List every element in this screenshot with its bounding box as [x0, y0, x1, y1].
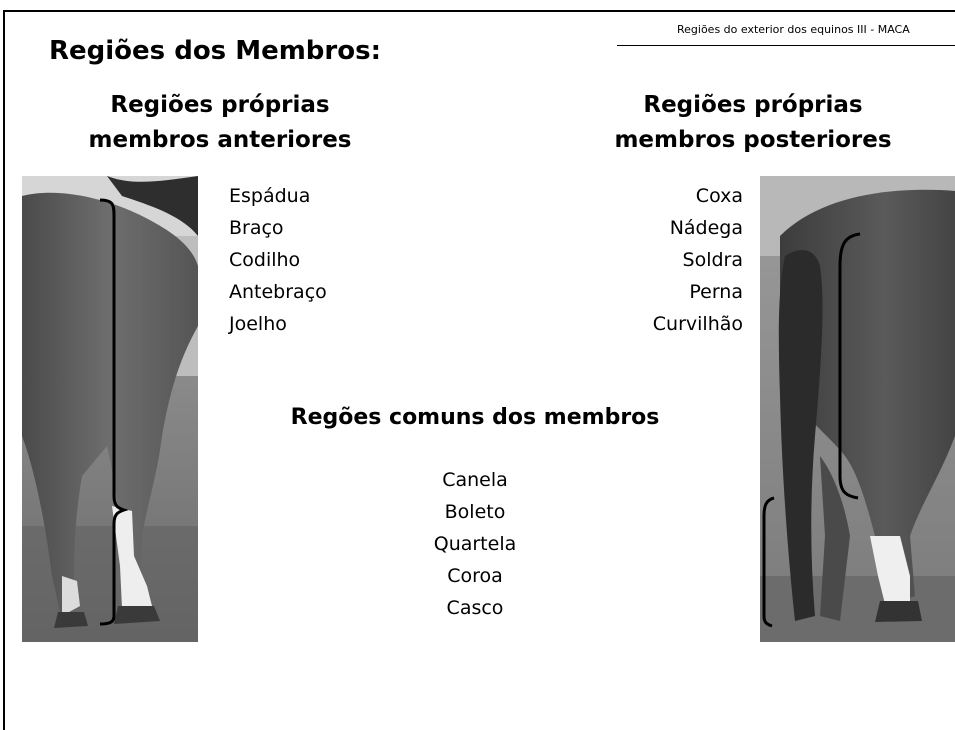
- common-region-list: Canela Boleto Quartela Coroa Casco: [380, 464, 570, 624]
- list-item: Soldra: [682, 249, 743, 271]
- list-item: Braço: [229, 217, 284, 239]
- posterior-region-list: Coxa Nádega Soldra Perna Curvilhão: [560, 180, 743, 340]
- list-item: Casco: [446, 597, 504, 619]
- list-item: Coxa: [695, 185, 743, 207]
- list-item: Joelho: [229, 313, 287, 335]
- posterior-heading-line1: Regiões próprias: [643, 92, 863, 118]
- anterior-region-list: Espádua Braço Codilho Antebraço Joelho: [229, 180, 327, 340]
- header-divider: [617, 45, 955, 46]
- horse-foreleg-photo: [22, 176, 198, 642]
- running-title: Regiões do exterior dos equinos III - MA…: [677, 23, 910, 36]
- list-item: Canela: [442, 469, 508, 491]
- anterior-heading: Regiões próprias membros anteriores: [70, 88, 370, 158]
- list-item: Coroa: [447, 565, 503, 587]
- list-item: Nádega: [669, 217, 743, 239]
- list-item: Antebraço: [229, 281, 327, 303]
- posterior-heading-line2: membros posteriores: [614, 127, 892, 153]
- list-item: Curvilhão: [652, 313, 743, 335]
- list-item: Codilho: [229, 249, 301, 271]
- list-item: Espádua: [229, 185, 311, 207]
- anterior-heading-line1: Regiões próprias: [110, 92, 330, 118]
- slide-frame: [3, 10, 955, 730]
- common-regions-heading: Regões comuns dos membros: [290, 405, 660, 430]
- list-item: Boleto: [444, 501, 506, 523]
- list-item: Quartela: [433, 533, 517, 555]
- horse-hindleg-photo: [760, 176, 955, 642]
- posterior-heading: Regiões próprias membros posteriores: [603, 88, 903, 158]
- anterior-heading-line2: membros anteriores: [88, 127, 352, 153]
- page-title: Regiões dos Membros:: [49, 36, 381, 66]
- list-item: Perna: [689, 281, 743, 303]
